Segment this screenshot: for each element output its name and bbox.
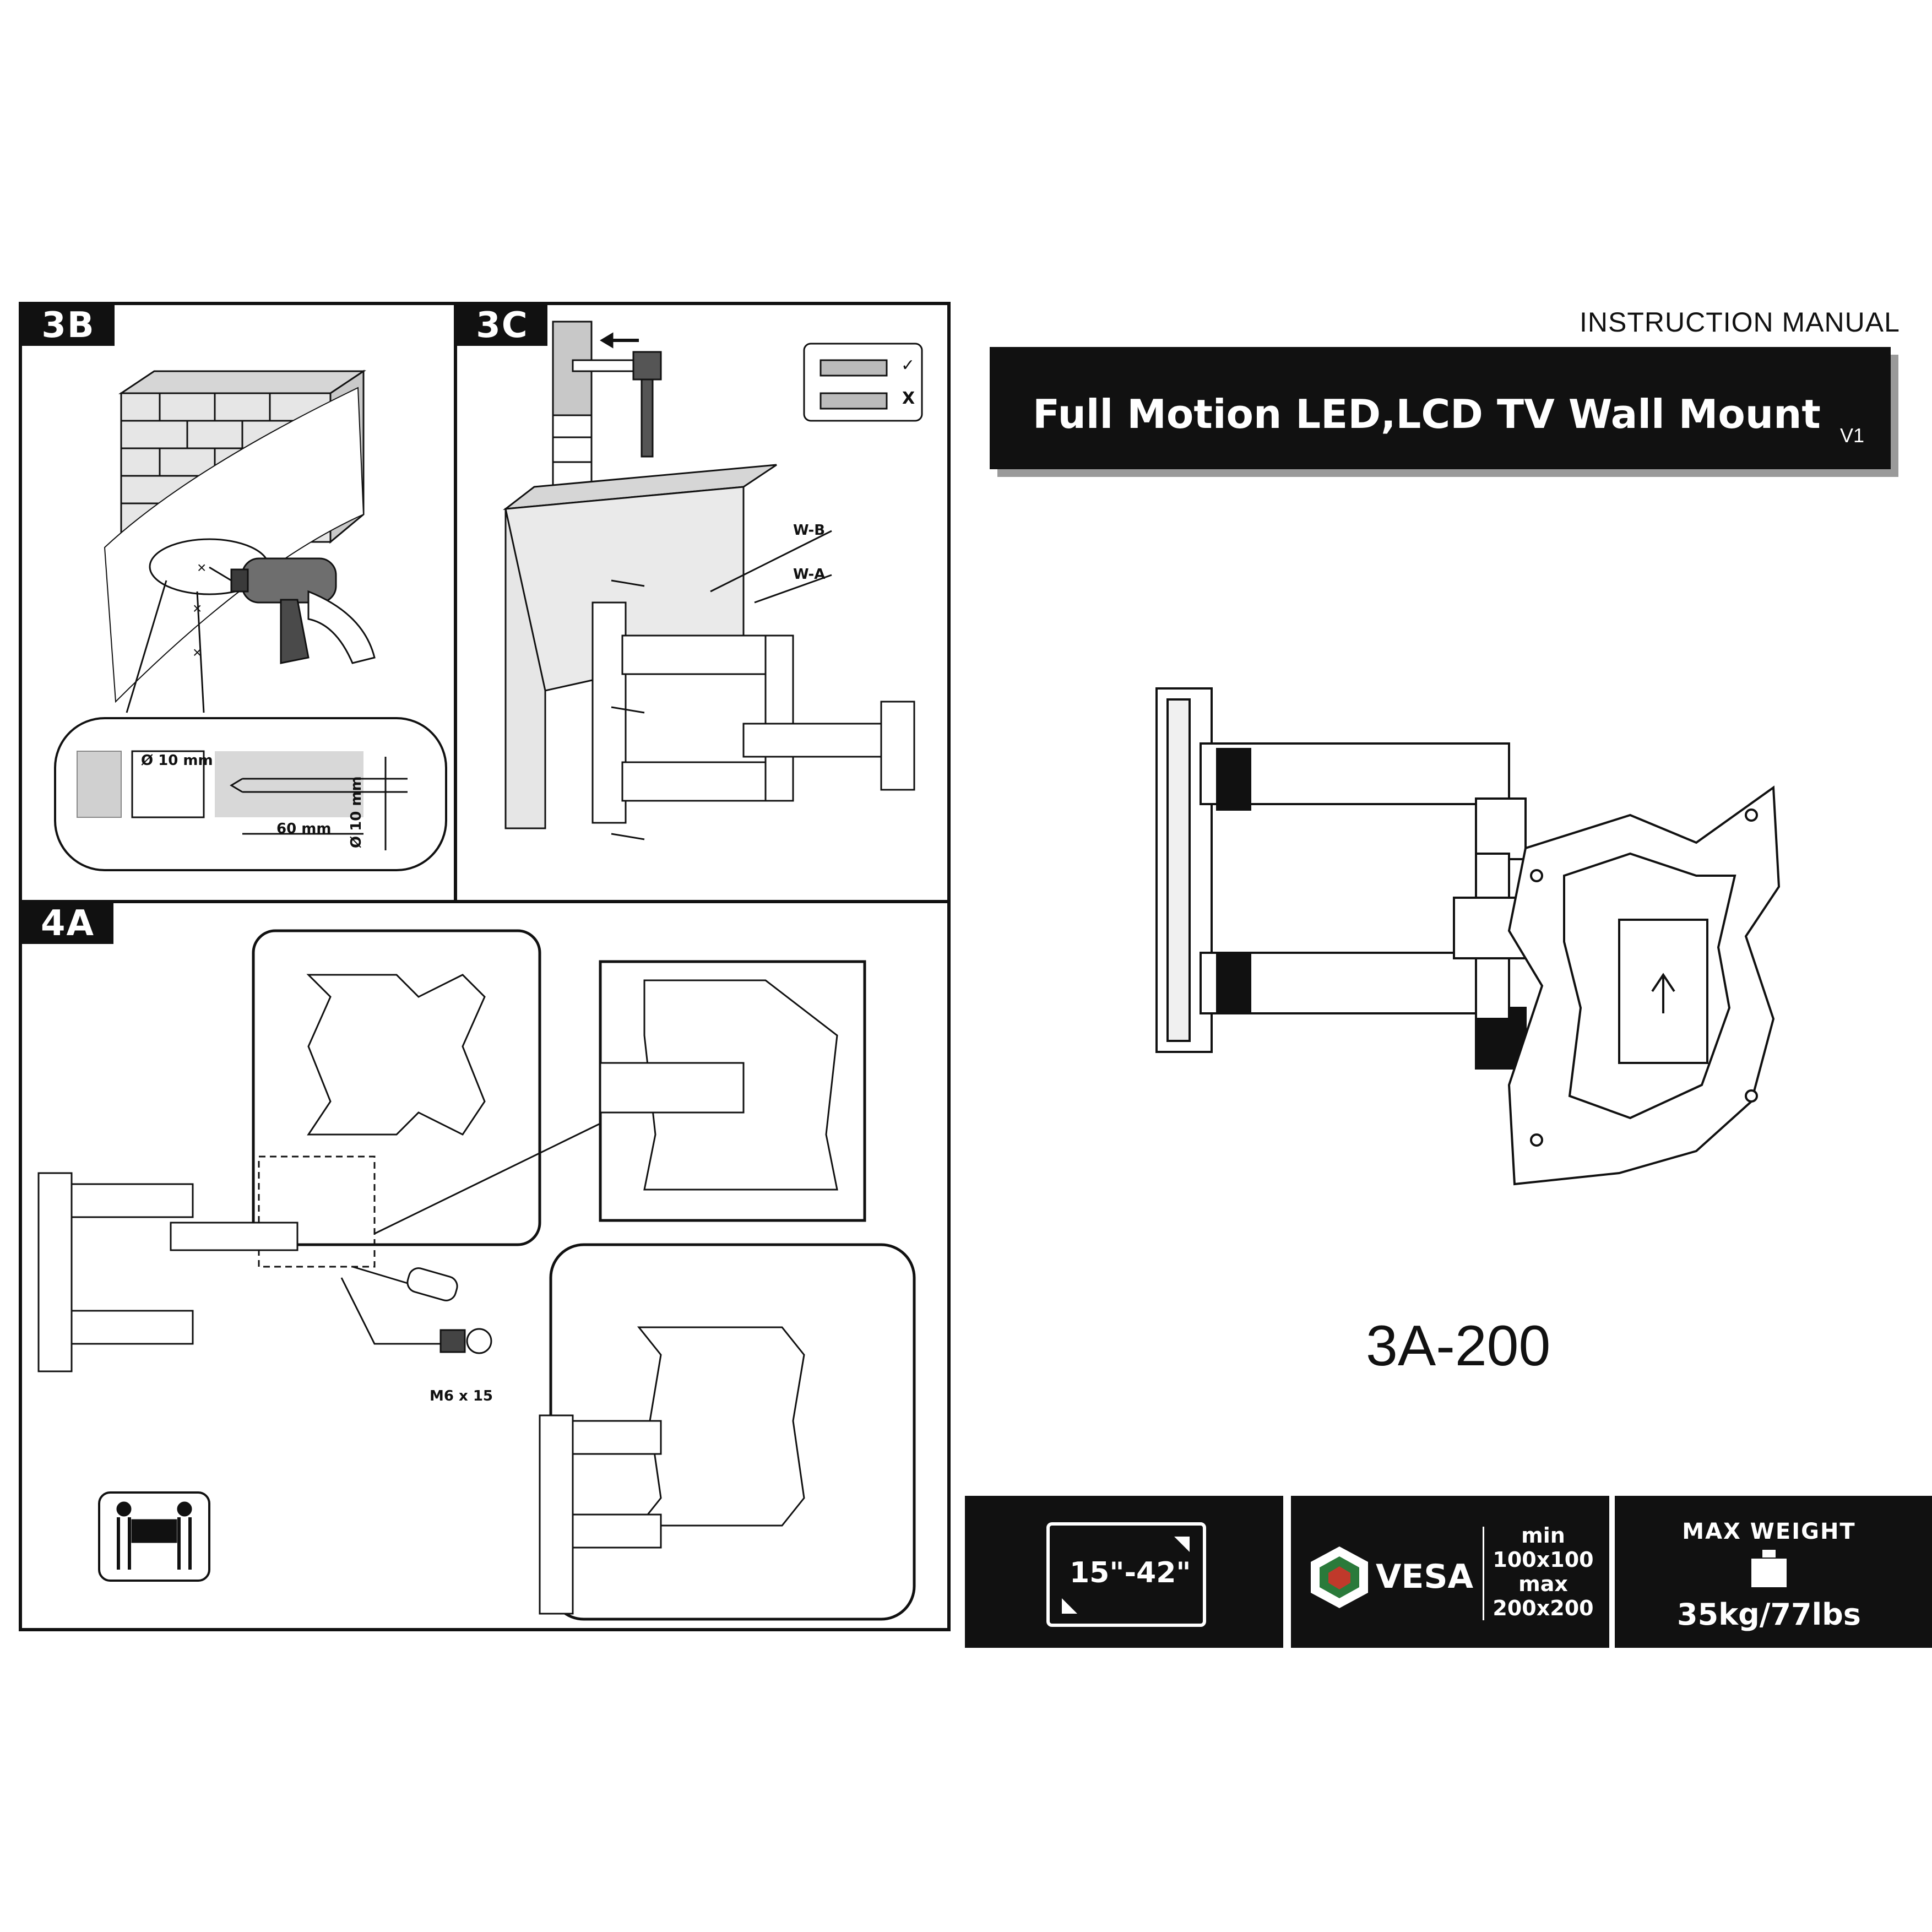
weight-icon [1751,1550,1787,1587]
step-3c-illustration [502,321,923,840]
screw-icon [439,1328,492,1354]
screwdriver-icon [352,1266,458,1301]
vesa-divider [1483,1527,1484,1620]
two-person-lift-icon [98,1491,210,1582]
product-title: Full Motion LED,LCD TV Wall Mount [1033,391,1821,437]
hammer-icon [572,351,662,458]
screen-corner-arrow-top [1174,1537,1190,1552]
title-bar: Full Motion LED,LCD TV Wall Mount V1 [990,347,1891,469]
screen-size-value: 15"-42" [1070,1556,1191,1589]
screen-frame [1046,1522,1206,1627]
vesa-label: VESA [1376,1557,1474,1596]
step-4a-tag: 4A [22,903,113,944]
spec-vesa: VESA min 100x100 max 200x200 [1291,1496,1609,1648]
product-illustration [1155,687,1781,1186]
step-3b-illustration: × × × [54,370,447,871]
label-w-b: W-B [793,522,826,539]
screen-corner-arrow-bottom [1062,1598,1077,1614]
svg-text:×: × [197,559,206,576]
step-3b-tag: 3B [22,305,115,346]
vesa-min-label: min [1521,1523,1565,1548]
anchor-correct-mark: ✓ [901,356,915,375]
version-label: V1 [1839,424,1864,447]
vesa-max-label: max [1518,1572,1568,1596]
anchor-plug-icon [820,359,888,410]
vesa-logo-icon [1311,1546,1368,1608]
manual-heading: INSTRUCTION MANUAL [1580,307,1900,338]
panel-divider-horizontal [19,900,951,903]
max-weight-value: 35kg/77lbs [1677,1597,1861,1632]
vesa-sizes: min 100x100 max 200x200 [1488,1523,1598,1620]
label-w-a: W-A [793,566,826,583]
drill-depth-label: 60 mm [276,821,332,837]
vesa-min-value: 100x100 [1493,1548,1594,1572]
vesa-max-value: 200x200 [1493,1596,1594,1620]
drill-icon [209,557,376,664]
hole-diameter-label: Ø 10 mm [348,776,365,848]
spec-max-weight: MAX WEIGHT 35kg/77lbs [1615,1496,1932,1648]
model-number: 3A-200 [1366,1314,1551,1378]
anchor-wrong-mark: X [902,389,915,408]
panel-divider-vertical [454,302,457,903]
bit-diameter-label: Ø 10 mm [141,752,213,769]
instruction-panels-frame [19,302,951,1631]
spec-screen-size: 15"-42" [965,1496,1283,1648]
step-4a-illustration [37,929,916,1621]
max-weight-label: MAX WEIGHT [1682,1519,1856,1544]
step-3c-tag: 3C [457,305,547,346]
screw-size-label: M6 x 15 [430,1388,493,1404]
